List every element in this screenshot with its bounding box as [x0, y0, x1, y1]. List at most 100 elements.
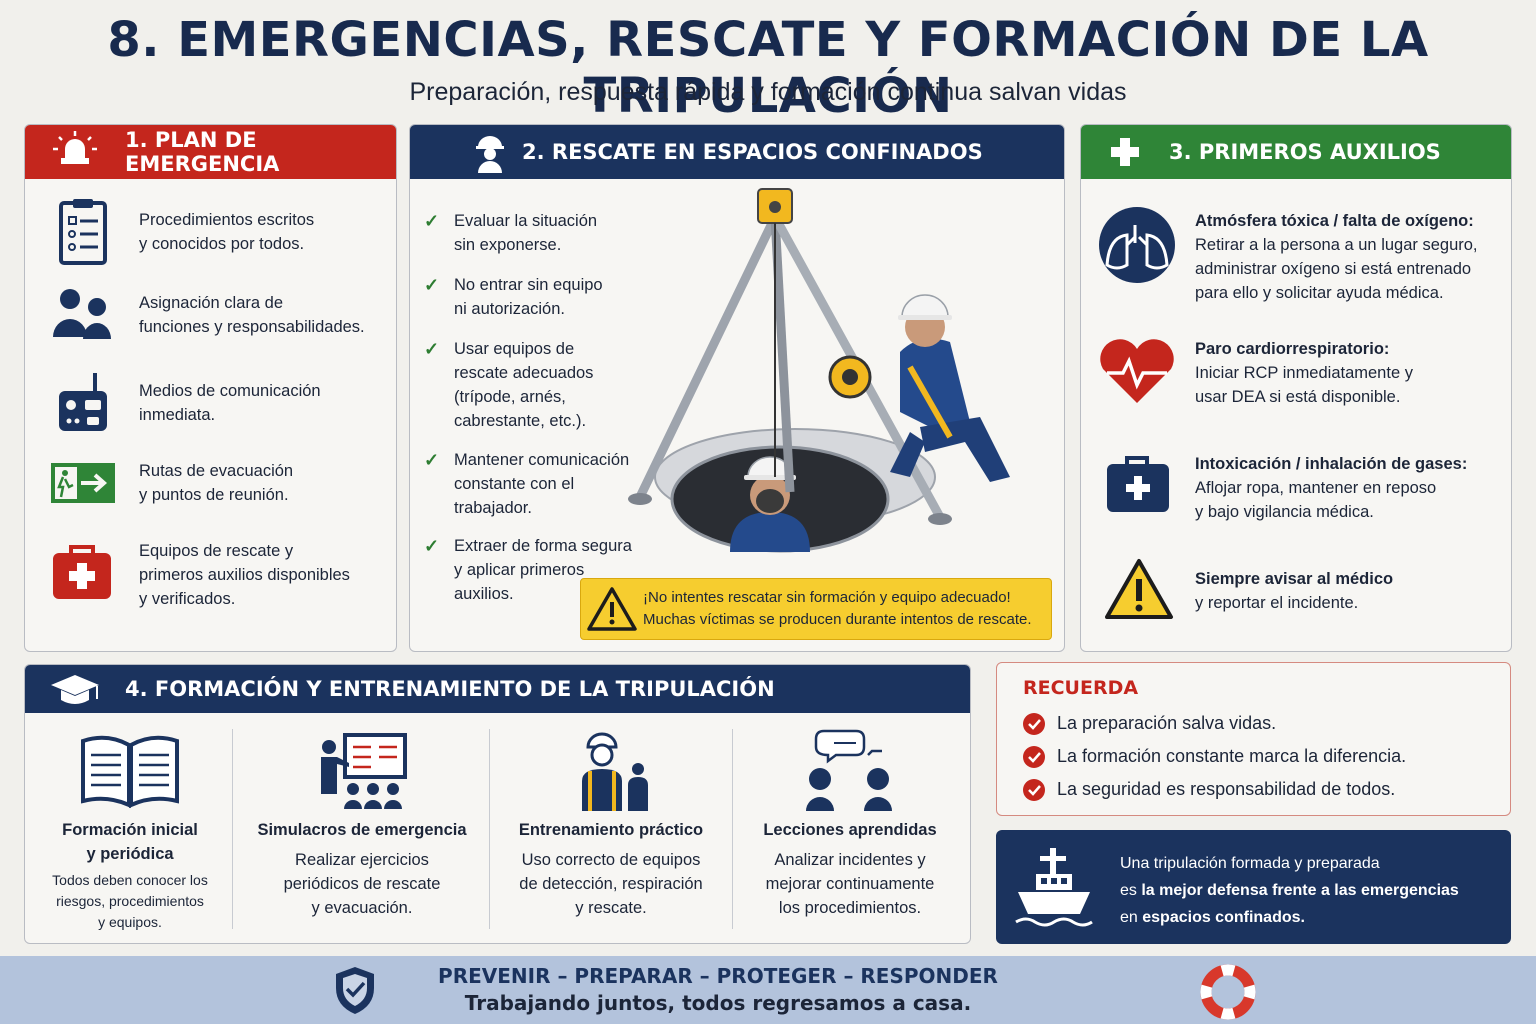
list-item: Rutas de evacuación y puntos de reunión. — [25, 453, 396, 513]
list-item: Equipos de rescate y primeros auxilios d… — [25, 537, 396, 613]
column-desc: Todos deben conocer los — [52, 872, 208, 888]
step-line: ni autorización. — [454, 300, 565, 318]
column-desc: Uso correcto de equipos — [521, 851, 701, 869]
column-divider — [489, 729, 490, 929]
warning-line: Muchas víctimas se producen durante inte… — [643, 611, 1032, 628]
rescue-heading: 2. RESCATE EN ESPACIOS CONFINADOS — [522, 140, 983, 164]
column-desc: los procedimientos. — [778, 899, 922, 917]
emergency-plan-header: 1. PLAN DE EMERGENCIA — [25, 125, 396, 179]
column-desc: y evacuación. — [311, 899, 413, 917]
step-line: trabajador. — [454, 499, 532, 517]
item-title: Paro cardiorrespiratorio: — [1195, 340, 1390, 358]
training-column: Lecciones aprendidas Analizar incidentes… — [739, 727, 961, 920]
page-subtitle: Preparación, respuesta rápida y formació… — [409, 78, 1127, 106]
footer-motto: PREVENIR – PREPARAR – PROTEGER – RESPOND… — [438, 964, 998, 988]
step-line: (trípode, arnés, — [454, 388, 566, 406]
step-line: Mantener comunicación — [454, 451, 630, 469]
check-circle-icon — [1023, 778, 1045, 801]
confined-space-rescue-card: 2. RESCATE EN ESPACIOS CONFINADOS ✓ Eval… — [409, 124, 1065, 652]
item-line: inmediata. — [139, 406, 216, 424]
column-desc: Analizar incidentes y — [774, 851, 926, 869]
item-line: primeros auxilios disponibles — [139, 566, 350, 584]
list-item: Medios de comunicación inmediata. — [25, 369, 396, 437]
column-desc: mejorar continuamente — [765, 875, 935, 893]
step-line: Usar equipos de — [454, 340, 575, 358]
medical-kit-icon — [1107, 456, 1169, 512]
item-line: y reportar el incidente. — [1195, 594, 1359, 612]
tripod-rescue-illustration — [628, 188, 1010, 553]
first-aid-heading: 3. PRIMEROS AUXILIOS — [1169, 140, 1441, 164]
item-line: administrar oxígeno si está entrenado — [1195, 260, 1472, 278]
training-column: Simulacros de emergencia Realizar ejerci… — [243, 727, 481, 920]
check-circle-icon — [1023, 745, 1045, 768]
item-line: Asignación clara de — [139, 294, 284, 312]
column-title: Simulacros de emergencia — [257, 821, 467, 839]
column-divider — [232, 729, 233, 929]
item-line: Aflojar ropa, mantener en reposo — [1195, 479, 1437, 497]
ship-icon — [1015, 848, 1093, 927]
crew-line-bold: espacios confinados. — [1142, 909, 1305, 926]
training-heading: 4. FORMACIÓN Y ENTRENAMIENTO DE LA TRIPU… — [125, 677, 775, 701]
check-icon: ✓ — [424, 450, 440, 470]
item-line: Procedimientos escritos — [139, 211, 315, 229]
check-icon: ✓ — [424, 339, 440, 359]
step-line: Evaluar la situación — [454, 212, 598, 230]
exit-sign-icon — [51, 463, 115, 503]
open-book-icon — [81, 735, 179, 809]
footer-tagline: Trabajando juntos, todos regresamos a ca… — [464, 991, 972, 1015]
column-title: Entrenamiento práctico — [518, 821, 704, 839]
workers-icon — [582, 732, 648, 811]
item-line: usar DEA si está disponible. — [1195, 388, 1401, 406]
item-line: Equipos de rescate y — [139, 542, 294, 560]
footer-band: PREVENIR – PREPARAR – PROTEGER – RESPOND… — [0, 956, 1536, 1024]
emergency-plan-heading: 1. PLAN DE EMERGENCIA — [125, 128, 280, 176]
remember-item: La preparación salva vidas. — [1057, 713, 1277, 733]
alarm-light-icon — [53, 131, 97, 164]
list-item: ✓ Evaluar la situación sin exponerse. — [424, 209, 597, 257]
item-line: y conocidos por todos. — [139, 235, 305, 253]
crew-line: en — [1120, 909, 1143, 926]
remember-heading: RECUERDA — [1023, 677, 1139, 699]
crew-line-bold: la mejor defensa frente a las emergencia… — [1141, 882, 1459, 899]
list-item: La preparación salva vidas. — [1023, 707, 1406, 740]
list-item: Procedimientos escritos y conocidos por … — [25, 197, 396, 267]
worker-icon — [476, 136, 504, 173]
life-ring-icon — [1200, 964, 1256, 1020]
column-title: Lecciones aprendidas — [763, 821, 937, 839]
check-icon: ✓ — [424, 536, 440, 556]
item-line: y verificados. — [139, 590, 236, 608]
item-line: Retirar a la persona a un lugar seguro, — [1195, 236, 1478, 254]
item-line: funciones y responsabilidades. — [139, 318, 365, 336]
clipboard-checklist-icon — [59, 199, 107, 265]
lungs-icon — [1099, 207, 1175, 283]
first-aid-kit-icon — [53, 545, 111, 599]
warning-triangle-icon — [1105, 559, 1173, 619]
emergency-plan-card: 1. PLAN DE EMERGENCIA Procedimientos esc… — [24, 124, 397, 652]
crew-defense-box: Una tripulación formada y preparada es l… — [996, 830, 1511, 944]
first-aid-card: 3. PRIMEROS AUXILIOS Atmósfera tóxica / … — [1080, 124, 1512, 652]
item-title: Siempre avisar al médico — [1195, 570, 1394, 588]
column-desc: y equipos. — [98, 914, 162, 930]
warning-line: ¡No intentes rescatar sin formación y eq… — [643, 589, 1011, 606]
check-icon: ✓ — [424, 275, 440, 295]
item-line: para ello y solicitar ayuda médica. — [1195, 284, 1444, 302]
training-header: 4. FORMACIÓN Y ENTRENAMIENTO DE LA TRIPU… — [25, 665, 970, 713]
column-title: Formación inicial — [62, 821, 198, 839]
column-desc: periódicos de rescate — [283, 875, 441, 893]
item-line: y bajo vigilancia médica. — [1195, 503, 1374, 521]
discussion-icon — [806, 729, 892, 811]
remember-item: La seguridad es responsabilidad de todos… — [1057, 779, 1396, 799]
check-icon: ✓ — [424, 211, 440, 231]
list-item: Intoxicación / inhalación de gases: Aflo… — [1081, 450, 1511, 524]
page-title: 8. EMERGENCIAS, RESCATE Y FORMACIÓN DE L… — [107, 12, 1429, 124]
item-title: Atmósfera tóxica / falta de oxígeno: — [1195, 212, 1474, 230]
column-desc: y rescate. — [575, 899, 647, 917]
training-column: Formación inicial y periódica Todos debe… — [35, 727, 225, 933]
column-title: y periódica — [86, 845, 174, 863]
step-line: y aplicar primeros — [454, 561, 585, 579]
step-line: sin exponerse. — [454, 236, 562, 254]
crew-line: es — [1120, 882, 1142, 899]
list-item: Paro cardiorrespiratorio: Iniciar RCP in… — [1081, 335, 1511, 409]
